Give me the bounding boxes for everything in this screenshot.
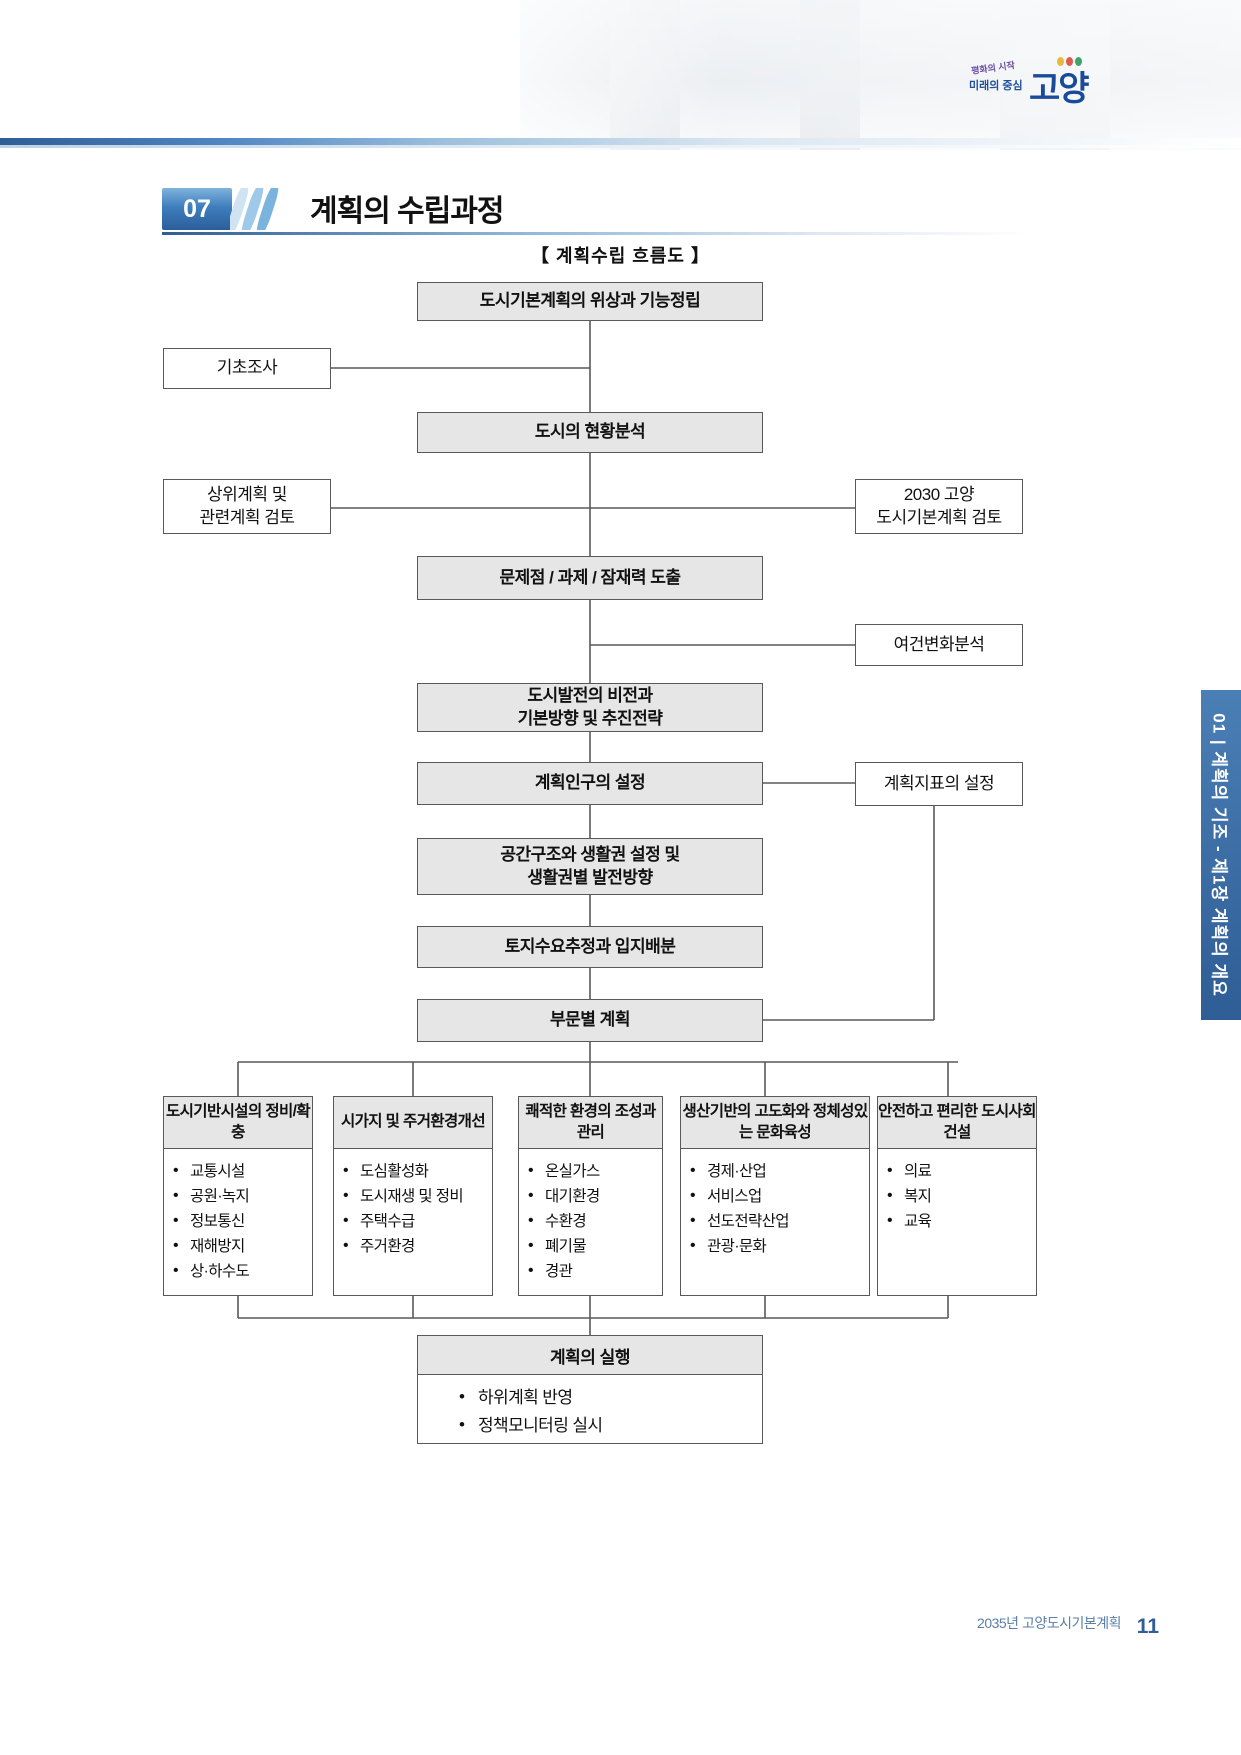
flow-node-plan-execution-title: 계획의 실행 xyxy=(417,1335,763,1375)
sector-title-line2: 조성과 관리 xyxy=(576,1103,656,1141)
list-item: 하위계획 반영 xyxy=(459,1383,762,1412)
flow-node-plan-indicators: 계획지표의 설정 xyxy=(855,762,1023,806)
flow-node-upper-plan-line2: 관련계획 검토 xyxy=(199,507,295,527)
logo-wordmark: 고양 xyxy=(1029,70,1090,108)
list-item: 도심활성화 xyxy=(343,1158,492,1184)
flow-node-spatial-structure: 공간구조와 생활권 설정 및 생활권별 발전방향 xyxy=(417,838,763,895)
header-rule-secondary xyxy=(0,145,1241,148)
chapter-side-tab-label: 01 | 계획의 기조 - 제1장 계획의 개요 xyxy=(1209,713,1229,997)
list-item: 교육 xyxy=(887,1208,1036,1234)
logo-dots-icon xyxy=(1057,53,1084,71)
flow-node-upper-plan-line1: 상위계획 및 xyxy=(207,484,287,504)
list-item: 선도전략산업 xyxy=(690,1208,869,1234)
list-item: 수환경 xyxy=(528,1208,662,1234)
list-item: 도시재생 및 정비 xyxy=(343,1183,492,1209)
flow-node-2030-line2: 도시기본계획 검토 xyxy=(876,507,1002,527)
list-item: 경제·산업 xyxy=(690,1158,869,1184)
list-item: 상·하수도 xyxy=(173,1258,312,1284)
list-item: 정보통신 xyxy=(173,1208,312,1234)
list-item: 주택수급 xyxy=(343,1208,492,1234)
list-item: 온실가스 xyxy=(528,1158,662,1184)
list-item: 재해방지 xyxy=(173,1233,312,1259)
list-item: 복지 xyxy=(887,1183,1036,1209)
flow-node-land-demand-allocation: 토지수요추정과 입지배분 xyxy=(417,926,763,968)
list-item: 서비스업 xyxy=(690,1183,869,1209)
sector-column-title-industry-culture: 생산기반의 고도화와 정체성있는 문화육성 xyxy=(680,1096,870,1149)
sector-title-line1: 시가지 및 xyxy=(340,1113,400,1131)
flow-node-2030-plan-review: 2030 고양 도시기본계획 검토 xyxy=(855,479,1023,534)
sector-title-line2: 주거환경개선 xyxy=(403,1113,486,1131)
list-item: 주거환경 xyxy=(343,1233,492,1259)
section-header: 07 계획의 수립과정 xyxy=(162,188,1032,232)
sector-column-body-infrastructure: 교통시설 공원·녹지 정보통신 재해방지 상·하수도 xyxy=(163,1149,313,1296)
flowchart-caption: 【 계획수립 흐름도 】 xyxy=(531,246,710,266)
flow-node-status-and-function: 도시기본계획의 위상과 기능정립 xyxy=(417,282,763,321)
sector-title-line1: 쾌적한 환경의 xyxy=(525,1103,611,1121)
sector-column-title-infrastructure: 도시기반시설의 정비/확충 xyxy=(163,1096,313,1149)
flow-node-city-status-analysis: 도시의 현황분석 xyxy=(417,412,763,453)
sector-column-body-safe-society: 의료 복지 교육 xyxy=(877,1149,1037,1296)
logo-tagline-bottom: 미래의 중심 xyxy=(969,80,1023,92)
flow-node-problems-tasks-potential: 문제점 / 과제 / 잠재력 도출 xyxy=(417,556,763,600)
flow-node-spatial-line2: 생활권별 발전방향 xyxy=(527,867,653,887)
sector-title-line2: 정체성있는 문화육성 xyxy=(738,1103,868,1141)
flow-node-condition-change-analysis: 여건변화분석 xyxy=(855,624,1023,666)
sector-column-title-environment: 쾌적한 환경의 조성과 관리 xyxy=(518,1096,663,1149)
chapter-side-tab: 01 | 계획의 기조 - 제1장 계획의 개요 xyxy=(1201,690,1241,1020)
flow-node-vision-line1: 도시발전의 비전과 xyxy=(527,685,653,705)
flow-node-2030-line1: 2030 고양 xyxy=(903,484,975,504)
page-title: 계획의 수립과정 xyxy=(310,195,505,228)
sector-column-title-safe-society: 안전하고 편리한 도시사회 건설 xyxy=(877,1096,1037,1149)
flow-node-upper-plan-review: 상위계획 및 관련계획 검토 xyxy=(163,479,331,534)
header-decorative-band xyxy=(0,0,1241,150)
flow-node-basic-survey: 기초조사 xyxy=(163,348,331,389)
flow-node-planned-population: 계획인구의 설정 xyxy=(417,762,763,805)
list-item: 경관 xyxy=(528,1258,662,1284)
sector-title-line2: 도시사회 건설 xyxy=(943,1103,1036,1141)
flow-node-spatial-line1: 공간구조와 생활권 설정 및 xyxy=(500,844,680,864)
section-underline xyxy=(162,232,1032,235)
band-gradient-overlay xyxy=(440,0,1241,150)
sector-column-title-urban-housing: 시가지 및 주거환경개선 xyxy=(333,1096,493,1149)
list-item: 정책모니터링 실시 xyxy=(459,1411,762,1440)
list-item: 의료 xyxy=(887,1158,1036,1184)
flow-node-vision-line2: 기본방향 및 추진전략 xyxy=(517,708,663,728)
sector-column-body-industry-culture: 경제·산업 서비스업 선도전략산업 관광·문화 xyxy=(680,1149,870,1296)
goyang-city-logo: 평화의 시작 미래의 중심 고양 xyxy=(969,53,1121,117)
flow-node-sectoral-plan: 부문별 계획 xyxy=(417,999,763,1042)
header-rule xyxy=(0,138,1241,145)
list-item: 관광·문화 xyxy=(690,1233,869,1259)
footer-document-title: 2035년 고양도시기본계획 xyxy=(977,1615,1121,1631)
section-number-badge: 07 xyxy=(162,188,232,230)
sector-title-line2: 정비/확충 xyxy=(231,1103,311,1141)
flow-node-plan-execution-body: 하위계획 반영 정책모니터링 실시 xyxy=(417,1375,763,1444)
list-item: 교통시설 xyxy=(173,1158,312,1184)
sector-title-line1: 도시기반시설의 xyxy=(165,1103,262,1121)
page-number: 11 xyxy=(1136,1615,1159,1638)
sector-column-body-environment: 온실가스 대기환경 수환경 폐기물 경관 xyxy=(518,1149,663,1296)
list-item: 폐기물 xyxy=(528,1233,662,1259)
flow-node-vision-and-strategy: 도시발전의 비전과 기본방향 및 추진전략 xyxy=(417,683,763,732)
sector-title-line1: 생산기반의 고도화와 xyxy=(682,1103,810,1121)
sector-column-body-urban-housing: 도심활성화 도시재생 및 정비 주택수급 주거환경 xyxy=(333,1149,493,1296)
list-item: 대기환경 xyxy=(528,1183,662,1209)
sector-title-line1: 안전하고 편리한 xyxy=(878,1103,978,1121)
list-item: 공원·녹지 xyxy=(173,1183,312,1209)
